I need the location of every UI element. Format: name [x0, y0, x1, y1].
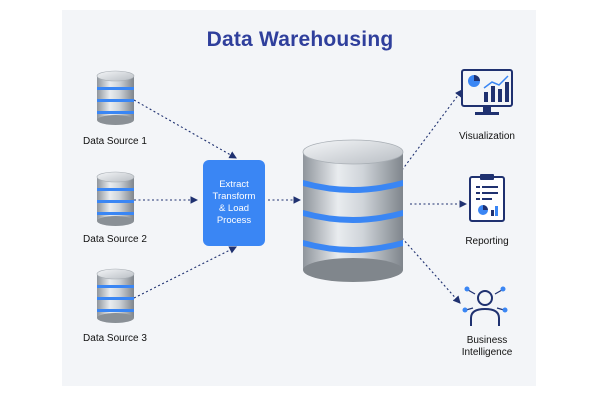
etl-process-box: Extract Transform & Load Process — [203, 160, 265, 246]
output-label-visualization: Visualization — [459, 131, 515, 142]
arrow-warehouse-to-bi — [401, 237, 461, 304]
monitor-chart-icon — [461, 69, 513, 115]
database-icon-source-1 — [96, 70, 135, 125]
source-label-3: Data Source 3 — [83, 333, 147, 344]
source-label-1: Data Source 1 — [83, 136, 147, 147]
database-icon-source-2 — [96, 171, 135, 226]
arrow-source1-to-etl — [133, 99, 237, 159]
etl-process-label: Extract Transform & Load Process — [212, 179, 256, 226]
data-warehouse-icon — [302, 139, 404, 282]
arrow-warehouse-to-visualization — [401, 89, 463, 171]
output-label-business-intelligence: Business Intelligence — [461, 335, 513, 358]
database-icon-source-3 — [96, 268, 135, 323]
user-network-icon — [462, 286, 508, 326]
output-label-reporting: Reporting — [465, 236, 509, 247]
arrow-source3-to-etl — [133, 246, 237, 299]
clipboard-report-icon — [469, 174, 505, 222]
page-title: Data Warehousing — [206, 28, 394, 51]
source-label-2: Data Source 2 — [83, 234, 147, 245]
